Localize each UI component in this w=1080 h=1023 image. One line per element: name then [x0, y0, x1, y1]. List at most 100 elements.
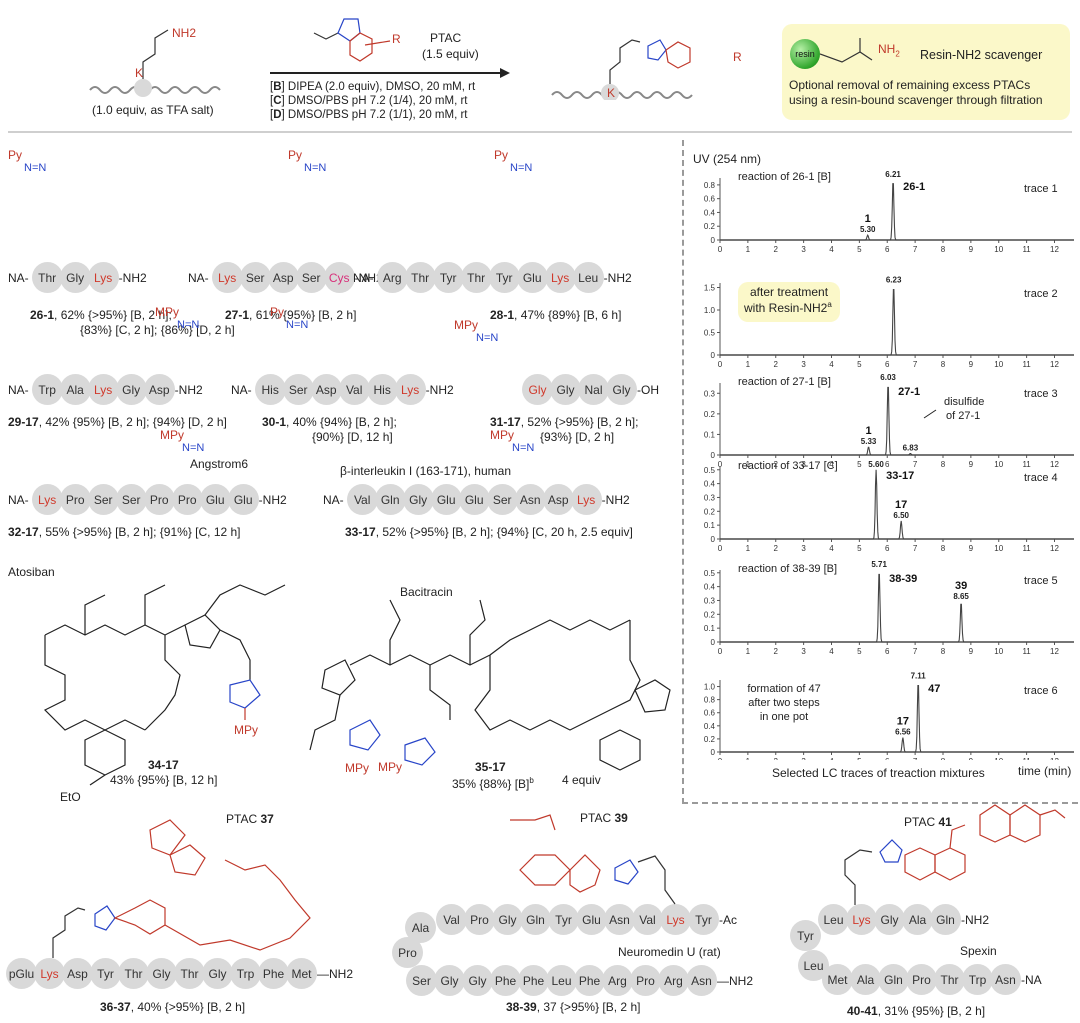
- x-tick-label: 1: [746, 757, 751, 760]
- y-tick-label: 0.2: [704, 222, 716, 231]
- product-structure: [551, 39, 693, 100]
- x-tick-label: 1: [746, 360, 751, 369]
- residue-his: His: [254, 374, 286, 405]
- residue-leu: Leu: [546, 965, 577, 996]
- x-tick-label: 3: [801, 647, 806, 656]
- x-tick-label: 4: [829, 757, 834, 760]
- x-tick-label: 2: [774, 360, 779, 369]
- x-tick-label: 8: [941, 360, 946, 369]
- trace-number: trace 3: [1024, 388, 1058, 400]
- y-tick-label: 0.5: [704, 466, 716, 475]
- c-terminus: -NH2: [354, 270, 383, 285]
- residue-ser: Ser: [239, 262, 271, 293]
- y-tick-label: 0.3: [704, 596, 716, 605]
- residue-thr: Thr: [460, 262, 492, 293]
- peak-compound-label: 27-1: [898, 386, 920, 398]
- triazole-ring-icon: N=N: [24, 162, 47, 174]
- y-tick-label: 0: [711, 638, 716, 647]
- ptac-label: PTAC 37: [226, 812, 274, 826]
- y-tick-label: 0: [711, 451, 716, 460]
- triazole-ring-icon: N=N: [512, 442, 535, 454]
- ptac-label: PTAC 41: [904, 815, 952, 829]
- terminus: -NA: [1021, 972, 1042, 987]
- x-tick-label: 10: [994, 360, 1003, 369]
- substrate-residue: K: [135, 66, 144, 80]
- trace6-title-line: after two steps: [748, 697, 820, 709]
- y-tick-label: 0.5: [704, 569, 716, 578]
- y-tick-label: 0.8: [704, 696, 716, 705]
- triazole-tag: Py: [270, 305, 285, 319]
- peak-compound-label: 26-1: [903, 181, 925, 193]
- scavenger-linker: [820, 38, 873, 63]
- trace-title: reaction of 33-17 [C]: [738, 460, 838, 472]
- neuromedin-name: Neuromedin U (rat): [618, 945, 721, 959]
- x-tick-label: 5: [857, 360, 862, 369]
- residue-leu: Leu: [572, 262, 604, 293]
- residue-gly: Gly: [522, 374, 553, 405]
- residue-gly: Gly: [462, 965, 493, 996]
- x-tick-label: 12: [1050, 245, 1059, 254]
- atosiban-structure: [43, 584, 286, 786]
- residue-gly: Gly: [492, 904, 523, 935]
- trace-title: reaction of 26-1 [B]: [738, 171, 831, 183]
- triazole-ring-icon: N=N: [510, 162, 533, 174]
- triazole-tag: Py: [8, 148, 23, 162]
- x-tick-label: 4: [829, 460, 834, 469]
- x-tick-label: 4: [829, 544, 834, 553]
- residue-gly: Gly: [115, 374, 147, 405]
- peak-rt-label: 6.56: [895, 728, 911, 737]
- peak-rt-label: 8.65: [953, 592, 969, 601]
- x-tick-label: 1: [746, 245, 751, 254]
- x-tick-label: 10: [994, 245, 1003, 254]
- x-tick-label: 0: [718, 757, 723, 760]
- residue-ser: Ser: [295, 262, 327, 293]
- residue-asp: Asp: [62, 958, 93, 989]
- x-tick-label: 7: [913, 245, 918, 254]
- yield-caption-36-37: 36-37, 40% {>95%} [B, 2 h]: [100, 1000, 246, 1014]
- yield-caption-30-1: 30-1, 40% {94%} [B, 2 h];{90%} [D, 12 h]: [262, 415, 397, 444]
- y-tick-label: 0: [711, 535, 716, 544]
- x-tick-label: 5: [857, 544, 862, 553]
- x-tick-label: 4: [829, 360, 834, 369]
- yield-caption-29-17: 29-17, 42% {95%} [B, 2 h]; {94%} [D, 2 h…: [8, 415, 227, 429]
- peak-compound-label: 39: [955, 580, 967, 592]
- peak-rt-label: 5.33: [861, 437, 877, 446]
- condition-c: [C] DMSO/PBS pH 7.2 (1/4), 20 mM, rt: [270, 95, 468, 107]
- dansyl-ptac-structure: [844, 804, 1066, 905]
- residue-gly: Gly: [402, 484, 434, 515]
- y-tick-label: 0.6: [704, 195, 716, 204]
- x-tick-label: 6: [885, 245, 890, 254]
- x-tick-label: 0: [718, 360, 723, 369]
- peak-compound-label: 47: [928, 683, 940, 695]
- x-tick-label: 11: [1022, 460, 1031, 469]
- y-tick-label: 0.4: [704, 480, 716, 489]
- trace-number: trace 1: [1024, 183, 1058, 195]
- resin-note-box: [738, 282, 840, 322]
- yield-caption-27-1: 27-1, 61% {95%} [B, 2 h]: [225, 308, 357, 322]
- x-tick-label: 10: [994, 460, 1003, 469]
- residue-thr: Thr: [404, 262, 436, 293]
- terminus: —NH2: [317, 966, 354, 981]
- x-tick-label: 11: [1022, 360, 1031, 369]
- residue-gly: Gly: [606, 374, 637, 405]
- residue-pro: Pro: [171, 484, 203, 515]
- residue-asn: Asn: [604, 904, 635, 935]
- reagent-r-group: R: [392, 32, 401, 46]
- scavenger-info-box: [782, 24, 1070, 120]
- trace-line: [720, 469, 1074, 540]
- x-tick-label: 3: [801, 245, 806, 254]
- residue-asn: Asn: [514, 484, 546, 515]
- y-tick-label: 1.0: [704, 683, 716, 692]
- residue-glu: Glu: [199, 484, 231, 515]
- residue-pro: Pro: [143, 484, 175, 515]
- residue-glu: Glu: [516, 262, 548, 293]
- residue-tyr: Tyr: [432, 262, 464, 293]
- resin-bead-icon: resin: [790, 39, 820, 69]
- x-tick-label: 7: [913, 460, 918, 469]
- residue-gly: Gly: [202, 958, 233, 989]
- quinoline-ptac-structure: [510, 814, 676, 905]
- residue-val: Val: [346, 484, 378, 515]
- yield-caption-38-39: 38-39, 37 {>95%} [B, 2 h]: [506, 1000, 641, 1014]
